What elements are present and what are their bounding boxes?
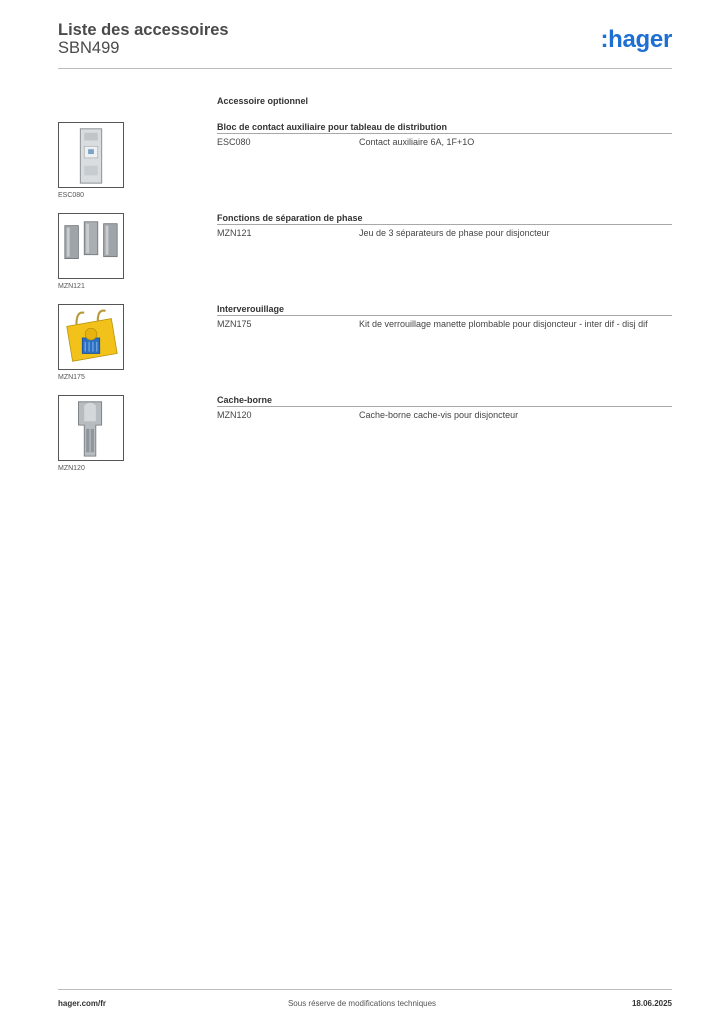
hager-logo: :hager	[600, 26, 672, 53]
footer-divider	[58, 989, 672, 990]
image-caption: ESC080	[58, 192, 85, 199]
image-caption: MZN120	[58, 465, 85, 472]
accessory-image-frame	[58, 213, 124, 279]
group-title: Bloc de contact auxiliaire pour tableau …	[217, 122, 448, 132]
accessory-ref: MZN121	[217, 228, 252, 238]
page-title: Liste des accessoires	[58, 21, 229, 39]
accessory-image-frame	[58, 304, 124, 370]
header-divider	[58, 68, 672, 69]
product-reference: SBN499	[58, 39, 120, 57]
group-title: Fonctions de séparation de phase	[217, 213, 363, 223]
lock-kit-icon	[66, 309, 118, 362]
group-divider	[217, 133, 672, 134]
accessory-group: Cache-borne MZN120 Cache-borne cache-vis…	[0, 395, 724, 483]
accessory-ref: MZN120	[217, 410, 252, 420]
footer-notice: Sous réserve de modifications techniques	[287, 999, 437, 1008]
accessory-image-frame	[58, 122, 124, 188]
section-title: Accessoire optionnel	[217, 96, 309, 106]
auxiliary-contact-icon	[79, 128, 103, 184]
phase-separator-icon	[64, 221, 118, 259]
group-title: Interverouillage	[217, 304, 285, 314]
group-divider	[217, 315, 672, 316]
footer-website-link[interactable]: hager.com/fr	[58, 999, 107, 1008]
group-divider	[217, 224, 672, 225]
accessory-image-frame	[58, 395, 124, 461]
accessory-description: Cache-borne cache-vis pour disjoncteur	[359, 410, 519, 420]
accessory-group: Fonctions de séparation de phase MZN121 …	[0, 213, 724, 301]
accessory-description: Kit de verrouillage manette plombable po…	[359, 319, 648, 329]
accessory-ref: MZN175	[217, 319, 252, 329]
accessory-description: Jeu de 3 séparateurs de phase pour disjo…	[359, 228, 550, 238]
accessory-group: Interverouillage MZN175 Kit de verrouill…	[0, 304, 724, 392]
image-caption: MZN175	[58, 374, 85, 381]
accessory-description: Contact auxiliaire 6A, 1F+1O	[359, 137, 475, 147]
terminal-cover-icon	[78, 401, 103, 457]
group-divider	[217, 406, 672, 407]
accessory-ref: ESC080	[217, 137, 251, 147]
image-caption: MZN121	[58, 283, 85, 290]
group-title: Cache-borne	[217, 395, 273, 405]
accessory-group: Bloc de contact auxiliaire pour tableau …	[0, 122, 724, 210]
footer-date: 18.06.2025	[631, 999, 672, 1008]
